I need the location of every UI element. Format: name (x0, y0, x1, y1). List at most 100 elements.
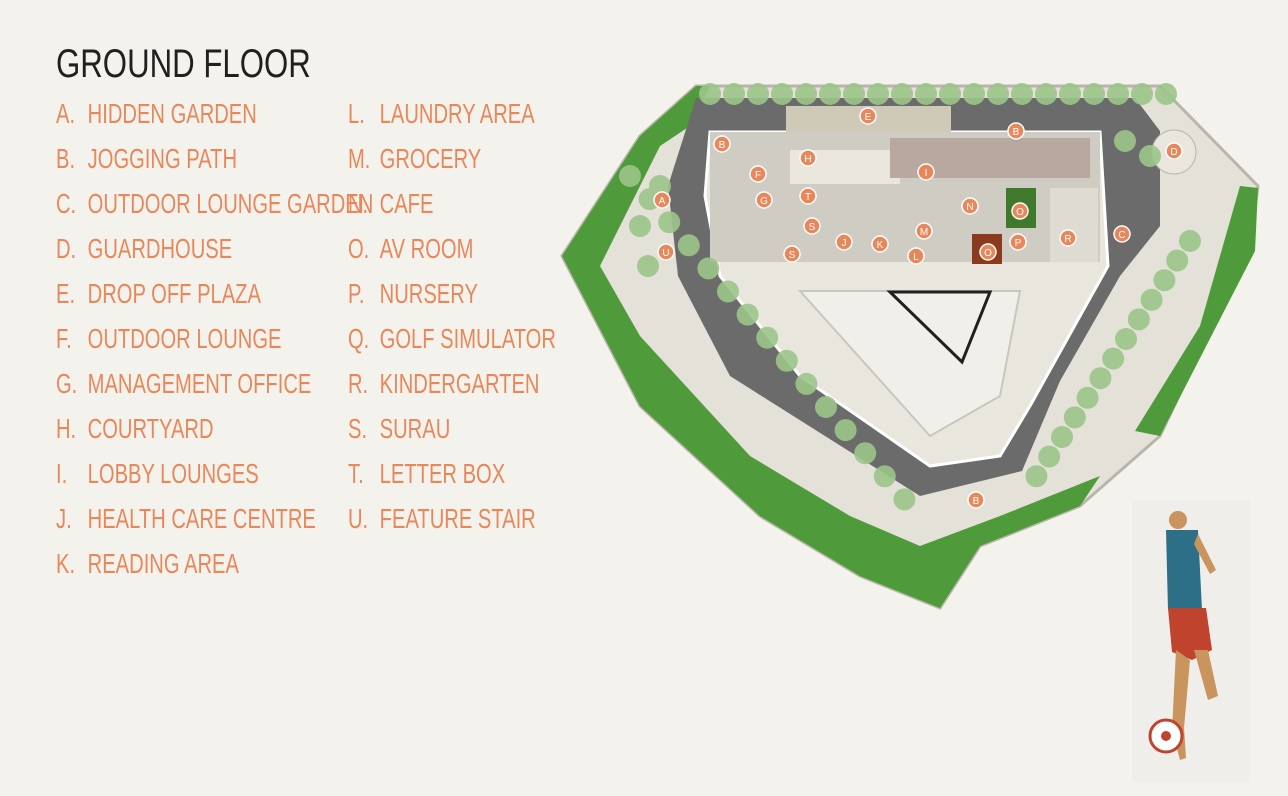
map-marker-label: C (1118, 230, 1125, 241)
tree-icon (723, 83, 745, 105)
legend-letter: N. (348, 188, 369, 219)
tree-icon (1179, 230, 1201, 252)
legend-item: N.CAFE (348, 186, 556, 231)
map-marker-label: B (1013, 127, 1020, 138)
map-marker-label: O (984, 248, 992, 259)
map-marker-dot (907, 247, 925, 265)
map-marker: O (1011, 202, 1029, 220)
legend-item: S. SURAU (348, 411, 556, 456)
tree-icon (736, 303, 759, 326)
tree-icon (677, 234, 700, 257)
tree-icon (834, 419, 857, 442)
tree-icon (697, 257, 720, 280)
tree-icon (1089, 367, 1112, 390)
map-marker-dot (799, 149, 817, 167)
legend-label: OUTDOOR LOUNGE GARDEN (87, 188, 374, 219)
map-marker-label: S (789, 250, 796, 261)
legend-letter: P. (348, 278, 365, 309)
legend-letter: I. (56, 458, 68, 489)
tree-icon (1153, 269, 1176, 292)
map-marker-label: A (659, 196, 666, 207)
tree-icon (1083, 83, 1105, 105)
tree-icon (1102, 347, 1125, 370)
map-marker-label: U (662, 248, 669, 259)
map-marker-label: I (925, 168, 928, 179)
map-marker-dot (653, 191, 671, 209)
map-marker: J (835, 233, 853, 251)
map-marker: R (1059, 229, 1077, 247)
footballer-illustration (1132, 500, 1250, 782)
tree-icon (658, 211, 681, 234)
map-marker: H (799, 149, 817, 167)
tree-icon (1011, 83, 1033, 105)
legend-label: FEATURE STAIR (379, 503, 536, 534)
tree-icon (891, 83, 913, 105)
map-marker-dot (799, 187, 817, 205)
map-marker-label: D (1170, 147, 1177, 158)
legend-item: T.LETTER BOX (348, 456, 556, 501)
map-marker-label: P (1015, 238, 1022, 249)
map-marker-label: M (920, 227, 928, 238)
map-marker: S (783, 245, 801, 263)
tree-icon (963, 83, 985, 105)
tree-icon (1035, 83, 1057, 105)
tree-icon (939, 83, 961, 105)
legend-label: GUARDHOUSE (87, 233, 233, 264)
legend-label: HEALTH CARE CENTRE (87, 503, 316, 534)
tree-icon (699, 83, 721, 105)
map-marker-label: F (755, 170, 761, 181)
legend-letter: Q. (348, 323, 370, 354)
tree-icon (1131, 83, 1153, 105)
map-marker-label: R (1064, 234, 1071, 245)
legend-item: I.LOBBY LOUNGES (56, 456, 373, 501)
tree-icon (637, 255, 659, 277)
legend-letter: E. (56, 278, 76, 309)
map-marker-label: L (913, 252, 919, 263)
tree-icon (1127, 308, 1150, 331)
map-marker-label: O (1016, 207, 1024, 218)
map-marker-label: N (966, 202, 973, 213)
legend-item: J.HEALTH CARE CENTRE (56, 501, 373, 546)
map-marker-dot (979, 243, 997, 261)
map-marker-dot (1165, 142, 1183, 160)
legend-label: LAUNDRY AREA (379, 98, 535, 129)
central-triangle (886, 290, 993, 365)
legend-item: K.READING AREA (56, 546, 373, 591)
map-marker: C (1113, 225, 1131, 243)
map-marker-dot (835, 233, 853, 251)
legend-item: E.DROP OFF PLAZA (56, 276, 373, 321)
tree-icon (1115, 328, 1137, 350)
map-marker: B (1007, 122, 1025, 140)
map-marker-dot (803, 217, 821, 235)
legend-item: P.NURSERY (348, 276, 556, 321)
tree-icon (1140, 288, 1163, 311)
map-marker: O (979, 243, 997, 261)
tree-icon (854, 442, 877, 465)
map-marker-dot (657, 243, 675, 261)
map-marker-label: J (842, 238, 847, 249)
legend-label: SURAU (379, 413, 451, 444)
kindergarten-block (1050, 188, 1098, 262)
tree-icon (717, 280, 739, 303)
map-marker-label: E (865, 112, 872, 123)
map-marker: P (1009, 233, 1027, 251)
legend-item: L. LAUNDRY AREA (348, 96, 556, 141)
map-marker-dot (1113, 225, 1131, 243)
map-marker-dot (967, 491, 985, 509)
legend-item: G.MANAGEMENT OFFICE (56, 366, 373, 411)
map-marker-dot (755, 191, 773, 209)
tree-icon (819, 83, 841, 105)
tree-icon (1166, 249, 1189, 272)
map-marker-dot (1011, 202, 1029, 220)
map-marker: N (961, 197, 979, 215)
tree-group (619, 83, 1201, 511)
legend-letter: L. (348, 98, 365, 129)
tree-icon (795, 83, 817, 105)
tree-icon (1076, 386, 1099, 409)
map-marker-dot (1009, 233, 1027, 251)
tree-icon (915, 83, 937, 105)
tree-icon (795, 372, 818, 395)
map-marker-label: B (719, 140, 726, 151)
legend-letter: S. (348, 413, 368, 444)
